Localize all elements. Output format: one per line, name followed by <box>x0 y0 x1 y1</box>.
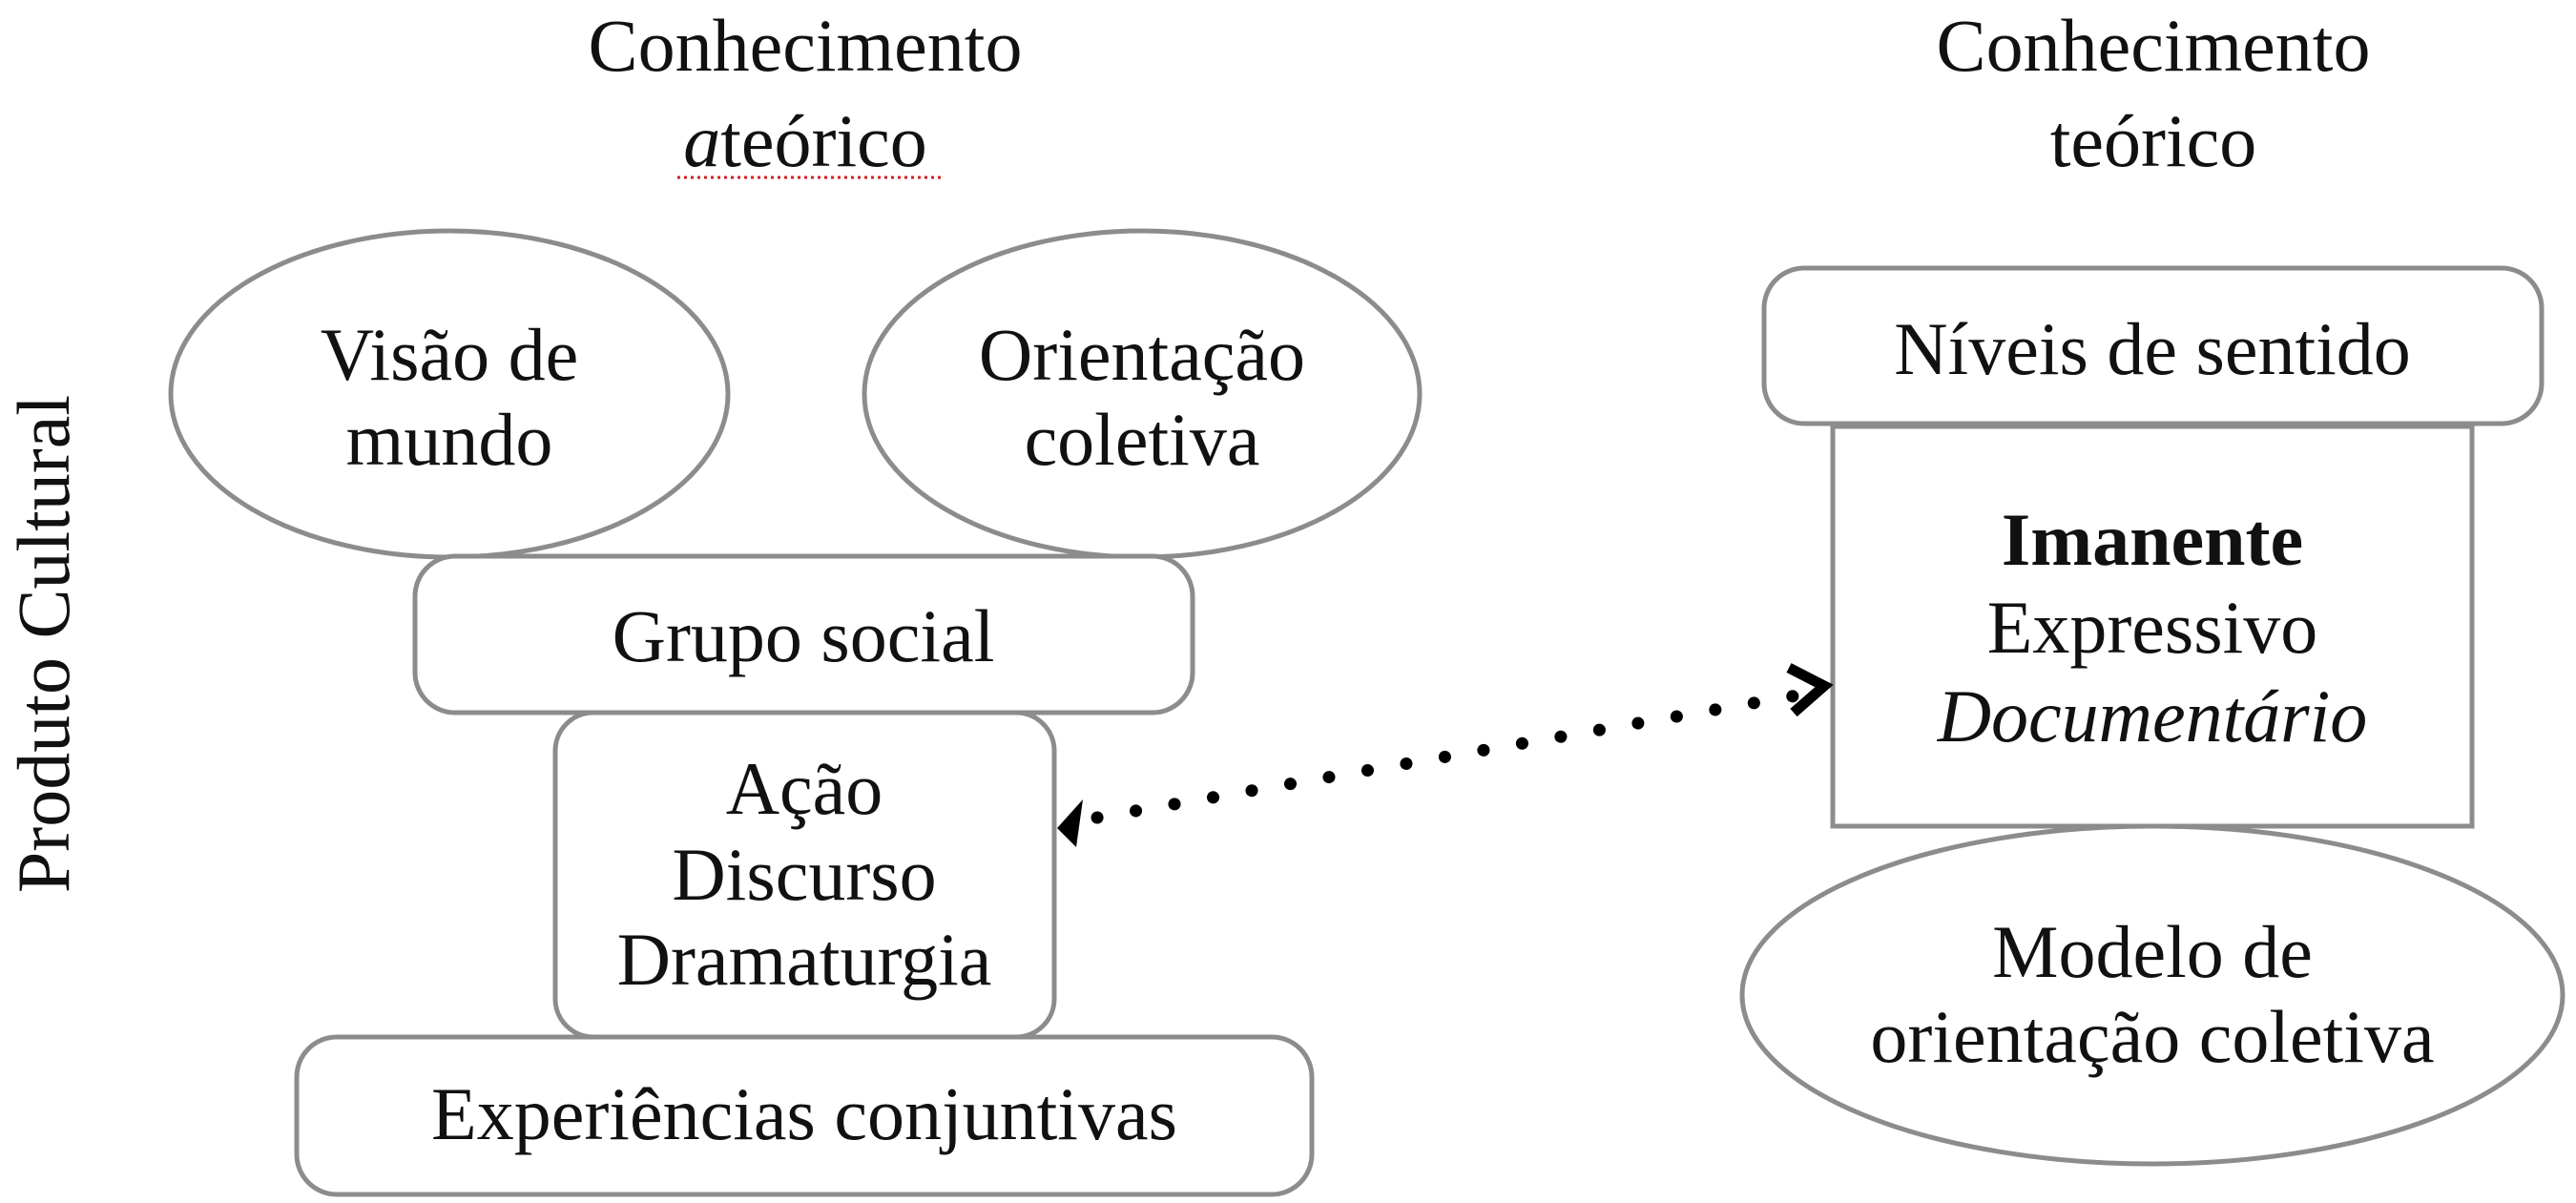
acao-line1: Ação <box>726 747 883 830</box>
dotted-connector <box>1091 687 1815 824</box>
acao-line2: Discurso <box>672 833 936 916</box>
niveis-label: Níveis de sentido <box>1894 307 2411 390</box>
acao-line3: Dramaturgia <box>617 918 992 1001</box>
left-arrowhead-icon <box>1057 799 1083 847</box>
left-header-rest: teórico <box>720 99 927 182</box>
modelo-ellipse <box>1739 823 2566 1167</box>
level-expressivo: Expressivo <box>1987 586 2318 669</box>
left-header-line1: Conhecimento <box>589 4 1023 87</box>
right-header-line1: Conhecimento <box>1937 4 2371 87</box>
side-label: Produto Cultural <box>2 395 85 893</box>
left-header-italic-prefix: a <box>683 99 720 182</box>
visao-line2: mundo <box>346 398 553 481</box>
modelo-line1: Modelo de <box>1992 910 2313 993</box>
orientacao-line2: coletiva <box>1025 398 1260 481</box>
left-header-line2: ateórico <box>683 99 927 182</box>
experiencias-label: Experiências conjuntivas <box>431 1072 1177 1155</box>
level-documentario: Documentário <box>1937 674 2368 757</box>
experiencias-box <box>294 1034 1315 1197</box>
grupo-label: Grupo social <box>613 594 995 677</box>
orientacao-line1: Orientação <box>979 313 1305 396</box>
level-imanente: Imanente <box>2002 498 2303 581</box>
right-arrowhead-icon <box>1786 663 1834 717</box>
visao-line1: Visão de <box>321 313 578 396</box>
niveis-box <box>1761 265 2545 426</box>
modelo-line2: orientação coletiva <box>1870 995 2434 1078</box>
right-header-line2: teórico <box>2050 99 2257 182</box>
